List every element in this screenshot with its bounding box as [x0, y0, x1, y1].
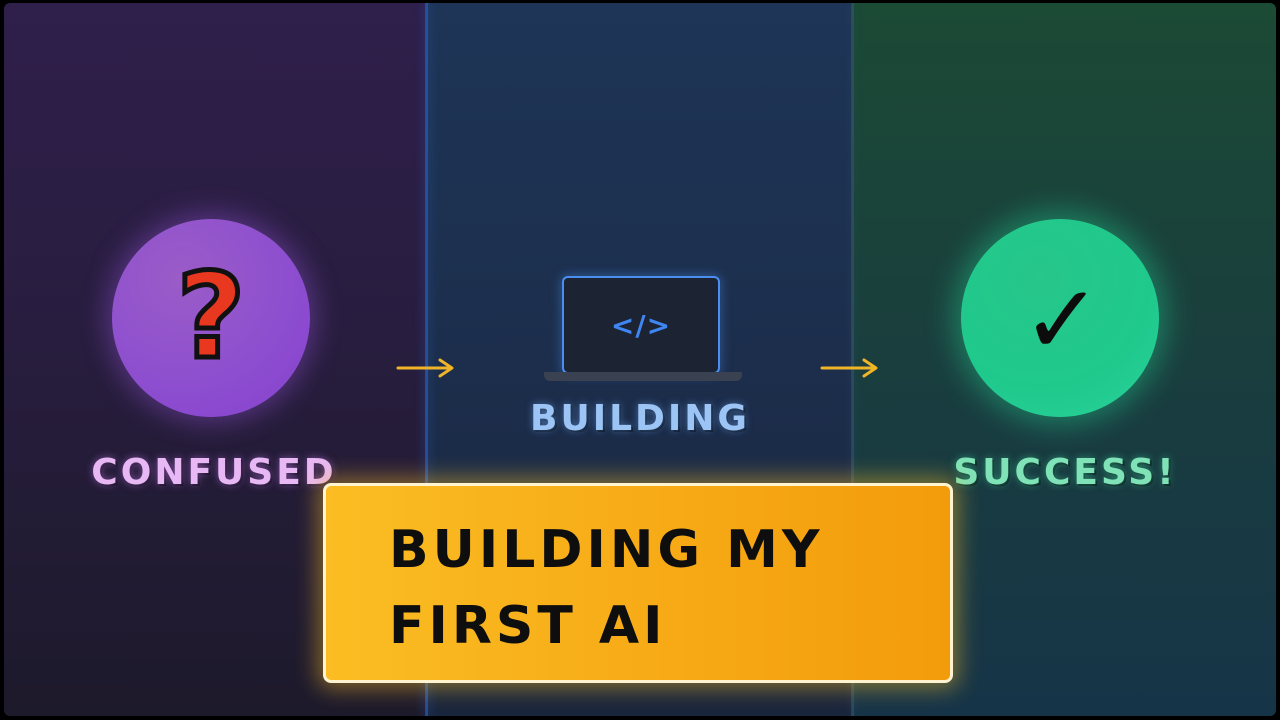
question-mark-icon: ?: [174, 247, 247, 385]
success-circle: ✓: [961, 219, 1159, 417]
code-brackets-icon: </>: [610, 308, 672, 342]
arrow-right-icon: [820, 358, 878, 378]
laptop-base: [544, 372, 742, 381]
panel-divider: [851, 3, 854, 716]
panel-divider: [425, 3, 428, 716]
title-banner: BUILDING MY FIRST AI: [323, 483, 953, 683]
banner-title-line-2: FIRST AI: [389, 596, 667, 656]
banner-title-line-1: BUILDING MY: [389, 520, 824, 580]
confused-label: CONFUSED: [91, 452, 337, 493]
arrow-right-icon: [396, 358, 454, 378]
laptop-code-icon: </>: [544, 276, 742, 384]
checkmark-icon: ✓: [1021, 264, 1103, 376]
success-label: SUCCESS!: [953, 452, 1177, 493]
confused-circle: ?: [112, 219, 310, 417]
laptop-screen: </>: [562, 276, 720, 374]
building-label: BUILDING: [530, 398, 750, 439]
